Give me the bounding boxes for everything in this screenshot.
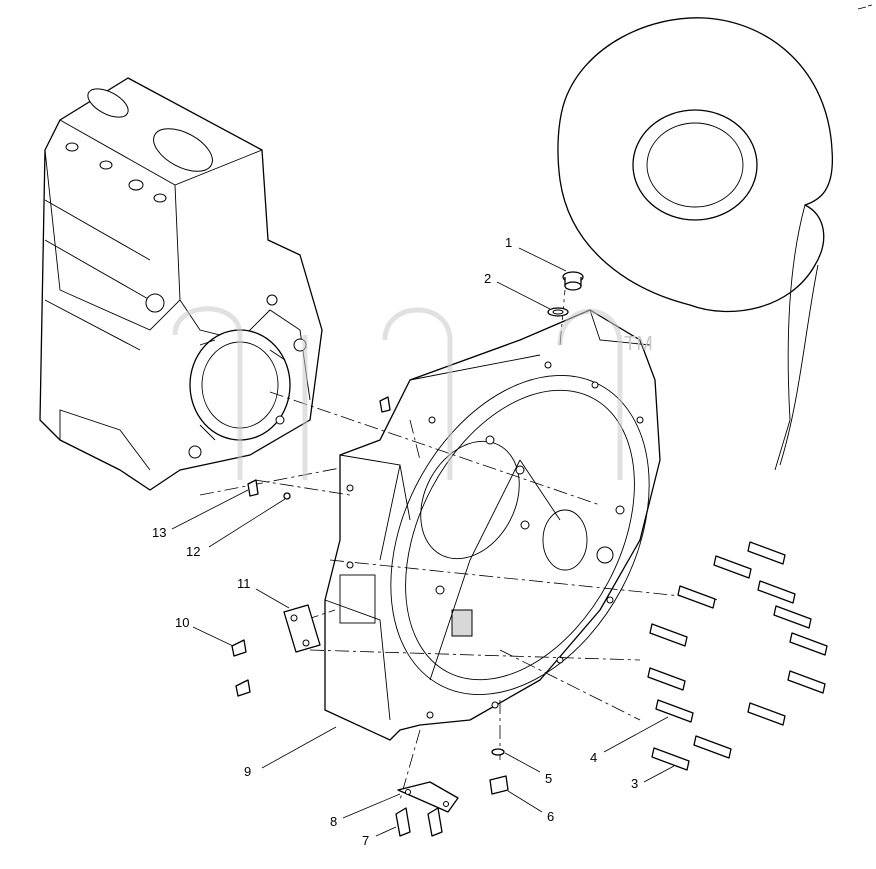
nut-6 bbox=[489, 775, 509, 795]
cover-plate-8 bbox=[397, 781, 459, 813]
callout-label-8: 8 bbox=[330, 814, 337, 829]
callout-label-9: 9 bbox=[244, 764, 251, 779]
callout-label-3: 3 bbox=[631, 776, 638, 791]
callout-label-10: 10 bbox=[175, 615, 189, 630]
callout-label-12: 12 bbox=[186, 544, 200, 559]
washer-2 bbox=[547, 307, 569, 317]
watermark-symbol: TM bbox=[624, 333, 653, 355]
engine-block bbox=[39, 77, 323, 491]
flywheel-housing bbox=[324, 309, 661, 741]
callout-label-4: 4 bbox=[590, 750, 597, 765]
callout-label-7: 7 bbox=[362, 833, 369, 848]
corner-mark bbox=[857, 4, 873, 10]
bolt-set bbox=[647, 541, 828, 771]
inset-detail bbox=[557, 17, 834, 471]
plug-1 bbox=[562, 271, 584, 291]
washer-5 bbox=[491, 748, 505, 756]
callout-label-1: 1 bbox=[505, 235, 512, 250]
small-screws bbox=[231, 396, 443, 837]
callout-label-2: 2 bbox=[484, 271, 491, 286]
callouts: 1 2 3 4 5 6 7 8 9 10 11 12 13 bbox=[152, 235, 675, 848]
callout-label-5: 5 bbox=[545, 771, 552, 786]
watermark: TM bbox=[172, 306, 653, 480]
callout-label-6: 6 bbox=[547, 809, 554, 824]
callout-label-13: 13 bbox=[152, 525, 166, 540]
callout-label-11: 11 bbox=[237, 576, 251, 591]
cover-plate-11 bbox=[283, 604, 321, 653]
